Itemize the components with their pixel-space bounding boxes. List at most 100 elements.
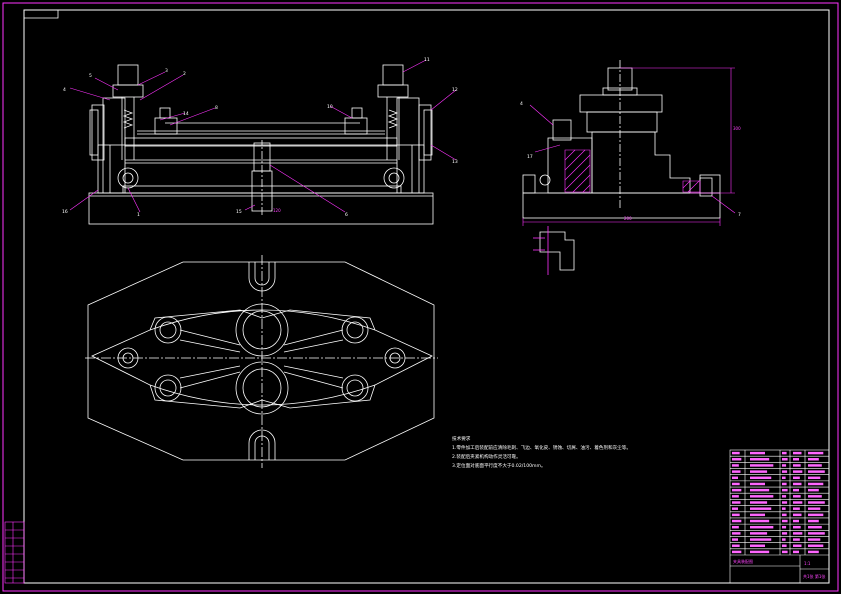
front-view-balloon-labels: 5 4 3 2 8 11 12 13 14 10 1 6 15 16 120 bbox=[62, 57, 458, 218]
parts-list-cell-text bbox=[793, 532, 803, 535]
parts-list-cell-text bbox=[793, 482, 802, 486]
parts-list-cell-text bbox=[732, 519, 742, 523]
parts-list-cell-text bbox=[732, 476, 738, 480]
parts-list-cell-text bbox=[782, 544, 787, 547]
parts-list-cell-text bbox=[750, 501, 768, 504]
parts-list-cell-text bbox=[750, 550, 770, 554]
balloon-6: 6 bbox=[345, 212, 348, 218]
parts-list-cell-text bbox=[732, 544, 740, 547]
balloon-13: 13 bbox=[452, 159, 458, 165]
parts-list-cell-text bbox=[793, 519, 799, 523]
parts-list-cell-text bbox=[808, 482, 824, 486]
balloon-4: 4 bbox=[63, 87, 66, 93]
front-view bbox=[88, 64, 434, 225]
balloon-2: 2 bbox=[183, 71, 186, 77]
parts-list-cell-text bbox=[782, 519, 788, 523]
parts-list-cell-text bbox=[750, 451, 765, 455]
balloon-12: 12 bbox=[452, 87, 458, 93]
side-balloon-4: 4 bbox=[520, 101, 523, 107]
parts-list-cell-text bbox=[750, 470, 768, 473]
corner-mark bbox=[24, 10, 59, 19]
parts-list-cell-text bbox=[732, 451, 740, 455]
parts-list-cell-text bbox=[782, 495, 787, 498]
parts-list-cell-text bbox=[808, 525, 822, 529]
parts-list-cell-text bbox=[793, 470, 803, 473]
parts-list-cell-text bbox=[808, 550, 819, 554]
parts-list-cell-text bbox=[732, 550, 742, 554]
parts-list-cell-text bbox=[793, 464, 801, 467]
inner-frame bbox=[23, 9, 830, 584]
parts-list-cell-text bbox=[782, 550, 788, 554]
drawing-name: 夹具装配图 bbox=[733, 558, 753, 564]
parts-list-cell-text bbox=[750, 538, 772, 541]
balloon-16: 16 bbox=[62, 209, 68, 215]
detail-view bbox=[533, 226, 575, 275]
parts-list-cell-text bbox=[732, 532, 741, 535]
parts-list-cell-text bbox=[732, 458, 742, 461]
parts-list-cell-text bbox=[782, 501, 788, 504]
parts-list-cell-text bbox=[732, 538, 738, 541]
balloon-15: 15 bbox=[236, 209, 242, 215]
parts-list-cell-text bbox=[808, 488, 819, 492]
parts-list-cell-text bbox=[750, 519, 770, 523]
side-balloon-17: 17 bbox=[527, 154, 533, 160]
parts-list-cell-text bbox=[808, 458, 819, 461]
parts-list-cell-text bbox=[750, 507, 772, 510]
parts-list-cell-text bbox=[732, 507, 738, 510]
side-balloon-7: 7 bbox=[738, 212, 741, 218]
parts-list-cell-text bbox=[750, 488, 770, 492]
parts-list-cell-text bbox=[793, 501, 803, 504]
balloon-5: 5 bbox=[89, 73, 92, 79]
parts-list-cell-text bbox=[808, 544, 824, 547]
parts-list-cell-text bbox=[808, 495, 822, 498]
parts-list-cell-text bbox=[732, 525, 739, 529]
parts-list-cell-text bbox=[808, 507, 821, 510]
parts-list-cell-text bbox=[782, 532, 788, 535]
drawing-sheet: 共1张 第1张 bbox=[803, 573, 825, 579]
parts-list-cell-text bbox=[750, 544, 765, 547]
parts-list-cell-text bbox=[782, 458, 788, 461]
side-view-dimensions bbox=[522, 67, 736, 226]
parts-list-cell-text bbox=[808, 451, 824, 455]
balloon-10: 10 bbox=[327, 104, 333, 110]
balloon-8: 8 bbox=[215, 105, 218, 111]
parts-list-cell-text bbox=[793, 525, 801, 529]
note-3: 3.定位面对底面平行度不大于0.02/100mm。 bbox=[452, 462, 546, 469]
parts-list-cell-text bbox=[750, 495, 774, 498]
technical-notes: 技术要求 1.零件加工后装配前应清除毛刺、飞边、氧化皮、锈蚀、切屑、油污、着色剂… bbox=[452, 435, 631, 469]
parts-list-cell-text bbox=[793, 538, 800, 541]
front-view-leaders bbox=[69, 59, 457, 213]
parts-list-cell-text bbox=[808, 513, 824, 517]
parts-list-cell-text bbox=[732, 470, 741, 473]
parts-list-cell-text bbox=[782, 476, 786, 480]
drawing-scale: 1:1 bbox=[804, 561, 811, 566]
parts-list-cell-text bbox=[793, 513, 802, 517]
side-view-section-hatch bbox=[564, 149, 701, 193]
dim-120: 120 bbox=[273, 208, 281, 213]
note-heading: 技术要求 bbox=[452, 435, 471, 442]
parts-list-cell-text bbox=[808, 538, 821, 541]
parts-list-cell-text bbox=[793, 476, 800, 480]
revision-block bbox=[4, 521, 25, 584]
parts-list-cell-text bbox=[808, 532, 825, 535]
top-view bbox=[85, 255, 438, 468]
dim-300: 300 bbox=[733, 126, 741, 131]
parts-list-cell-text bbox=[793, 451, 802, 455]
parts-list-cell-text bbox=[782, 538, 786, 541]
parts-list-cell-text bbox=[808, 519, 819, 523]
parts-list-cell-text bbox=[782, 488, 788, 492]
parts-list-cell-text bbox=[793, 495, 801, 498]
parts-list-cell-text bbox=[782, 507, 786, 510]
parts-list-cell-text bbox=[732, 495, 739, 498]
balloon-3: 3 bbox=[165, 68, 168, 74]
parts-list-cell-text bbox=[782, 482, 787, 486]
parts-list-cell-text bbox=[732, 501, 741, 504]
parts-list-cell-text bbox=[750, 458, 770, 461]
parts-list-cell-text bbox=[782, 525, 787, 529]
parts-list-cell-text bbox=[808, 464, 822, 467]
parts-list-cell-text bbox=[732, 482, 740, 486]
parts-list-cell-text bbox=[808, 476, 821, 480]
parts-list-text bbox=[732, 451, 825, 554]
